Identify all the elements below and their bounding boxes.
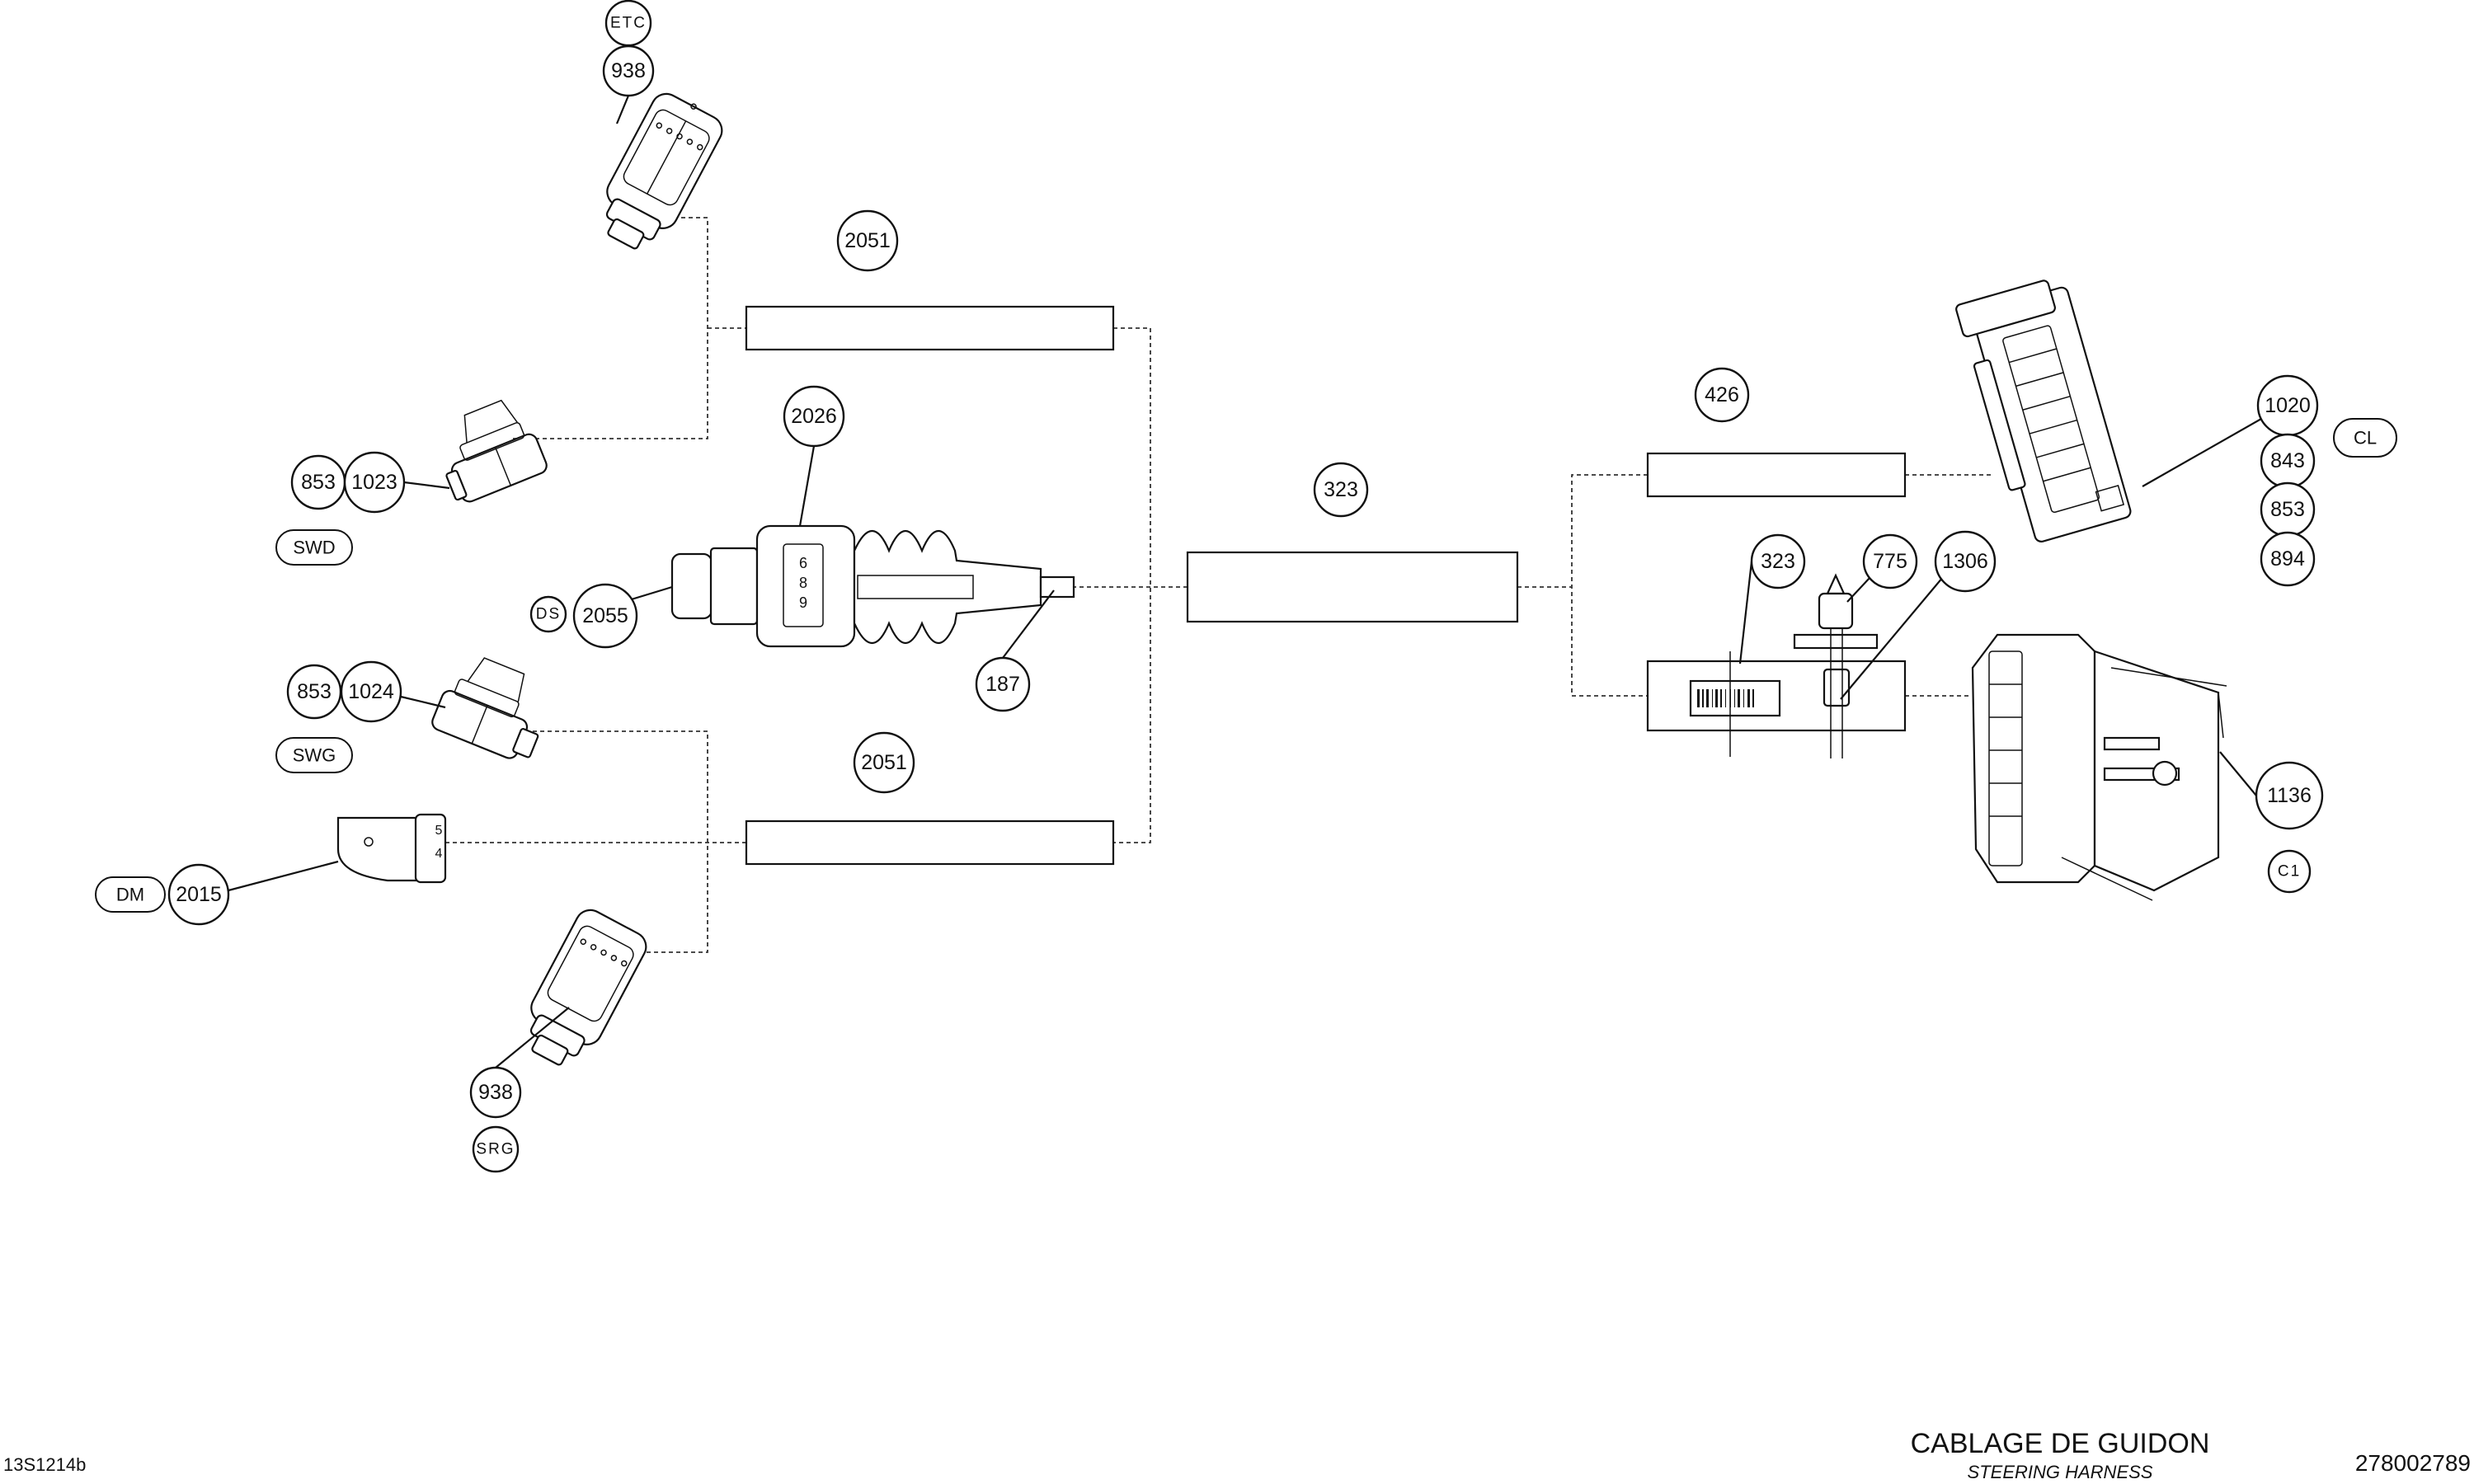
callout-label: 2055 [582,604,628,627]
code-label: SWD [293,538,335,558]
callout-label: 1023 [351,471,397,494]
callout-label: 2051 [844,229,891,252]
sleeve-2051-top [745,305,1115,351]
callout-srg-code: SRG [472,1125,520,1173]
callout-775: 775 [1862,533,1918,589]
callout-843: 843 [2260,433,2316,489]
callout-label: 2026 [791,405,837,428]
callout-label: ETC [610,15,647,32]
callout-label: 426 [1705,383,1739,406]
connector-1020-cl [1955,279,2132,542]
sleeve-323-center [1186,551,1519,623]
dm-digit-2: 4 [435,847,443,861]
callout-label: 1020 [2265,394,2311,417]
callout-label: 323 [1324,478,1358,501]
sensor-digit-2: 8 [799,575,807,591]
callout-ds-code: DS [529,595,567,633]
callout-426: 426 [1694,367,1750,423]
code-pills: SWD SWG DM CL [95,418,2397,913]
callout-label: 938 [478,1081,513,1104]
callout-894: 894 [2260,531,2316,587]
callout-label: SRG [476,1141,515,1158]
code-dm: DM [95,876,166,913]
diagram-title: CABLAGE DE GUIDON [1911,1428,2210,1459]
callout-2055: 2055 [572,583,638,649]
callout-label: 938 [611,59,646,82]
callout-label: 853 [301,471,336,494]
callout-label: 894 [2270,547,2305,571]
connector-1023-swd [445,399,548,503]
callout-1023: 1023 [343,451,406,514]
callout-label: 323 [1761,550,1795,573]
callout-1136: 1136 [2255,761,2324,830]
dm-digit-1: 5 [435,824,443,838]
callout-label: DS [536,606,561,623]
callout-938-bottom: 938 [469,1066,522,1119]
callout-c1-code: C1 [2267,849,2312,894]
callout-323-right: 323 [1750,533,1806,589]
fastener-775 [1793,573,1879,758]
callout-label: C1 [2278,863,2301,881]
connector-938-srg [529,909,647,1066]
barcode-label [1689,651,1781,757]
callout-label: 187 [985,673,1020,696]
callout-etc-code: ETC [604,0,652,47]
callout-label: 2051 [861,751,907,774]
callout-323-center: 323 [1313,462,1369,518]
harness-routing [445,217,1992,953]
callout-853-b: 853 [286,664,342,720]
sensor-2055-ds: 6 8 9 [670,524,1075,648]
callout-1020: 1020 [2256,374,2319,437]
connector-2015-dm: 5 4 [336,813,447,884]
sleeve-2051-bottom [745,819,1115,866]
code-label: CL [2354,428,2377,448]
callout-label: 853 [297,680,332,703]
callout-label: 2015 [176,883,222,906]
callout-label: 775 [1873,550,1907,573]
callout-label: 1136 [2267,784,2312,807]
code-label: DM [116,885,144,905]
callout-2051-bottom: 2051 [853,731,915,794]
callout-label: 853 [2270,498,2305,521]
callout-label: 1024 [348,680,394,703]
callout-2015: 2015 [167,863,230,926]
sensor-digit-1: 6 [799,555,807,571]
connector-1136-c1 [1971,633,2227,901]
callout-2051-top: 2051 [836,209,899,272]
sensor-digit-3: 9 [799,594,807,611]
connector-938-etc [605,92,723,250]
drawing-code: 13S1214b [3,1454,86,1475]
code-swd: SWD [275,529,353,566]
connector-1024-swg [431,657,539,759]
callout-1024: 1024 [340,660,402,723]
code-label: SWG [293,745,336,766]
callout-938-top: 938 [602,45,655,97]
callout-label: 1306 [1942,550,1988,573]
part-number: 278002789 [2355,1450,2471,1476]
callout-label: 843 [2270,449,2305,472]
diagram-subtitle: STEERING HARNESS [1968,1462,2153,1482]
callout-1306: 1306 [1934,530,1997,593]
code-cl: CL [2333,418,2397,458]
callout-187: 187 [975,656,1031,712]
callout-853-a: 853 [290,454,346,510]
callout-853-c: 853 [2260,481,2316,538]
callout-2026: 2026 [783,385,845,448]
code-swg: SWG [275,737,353,773]
sleeve-426 [1646,452,1907,498]
